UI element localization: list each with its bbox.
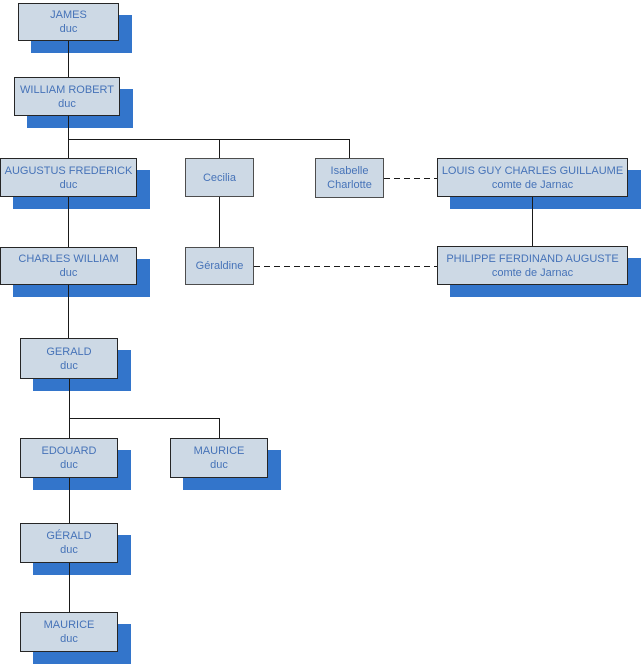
- descent-line: [69, 478, 70, 523]
- person-title: duc: [60, 359, 78, 372]
- person-name: Isabelle Charlotte: [327, 165, 372, 191]
- person-box: MAURICE duc: [20, 612, 118, 652]
- person-title: duc: [59, 23, 78, 35]
- person-box: WILLIAM ROBERT duc: [14, 77, 120, 116]
- person-node-louis-guy: LOUIS GUY CHARLES GUILLAUME comte de Jar…: [437, 158, 641, 209]
- person-node-gerald: GERALD duc: [20, 338, 131, 391]
- person-name: JAMES: [50, 9, 87, 21]
- person-name: GÉRALD: [46, 530, 92, 542]
- person-node-isabelle-charlotte: Isabelle Charlotte: [315, 158, 384, 198]
- person-box: AUGUSTUS FREDERICK duc: [0, 158, 137, 197]
- person-name: Cecilia: [202, 171, 236, 184]
- person-node-maurice-2: MAURICE duc: [20, 612, 131, 664]
- person-name: EDOUARD: [41, 445, 97, 457]
- person-node-gerald-2: GÉRALD duc: [20, 523, 131, 575]
- person-name: WILLIAM ROBERT: [20, 83, 114, 96]
- person-box: PHILIPPE FERDINAND AUGUSTE comte de Jarn…: [437, 246, 628, 285]
- descent-line: [219, 197, 220, 247]
- person-box: LOUIS GUY CHARLES GUILLAUME comte de Jar…: [437, 158, 628, 197]
- person-title: comte de Jarnac: [491, 178, 574, 191]
- person-box: CHARLES WILLIAM duc: [0, 247, 137, 285]
- person-box: GÉRALD duc: [20, 523, 118, 563]
- person-name: MAURICE: [193, 445, 245, 457]
- descent-line: [68, 139, 350, 140]
- person-node-william-robert: WILLIAM ROBERT duc: [14, 77, 133, 128]
- descent-line: [349, 139, 350, 158]
- person-title: duc: [59, 178, 78, 191]
- person-box: MAURICE duc: [170, 438, 268, 478]
- descent-line: [219, 418, 220, 438]
- descent-line: [68, 197, 69, 247]
- person-title: comte de Jarnac: [491, 266, 574, 279]
- person-name: MAURICE: [43, 619, 95, 631]
- person-box: Isabelle Charlotte: [315, 158, 384, 198]
- person-node-philippe: PHILIPPE FERDINAND AUGUSTE comte de Jarn…: [437, 246, 641, 297]
- person-name: AUGUSTUS FREDERICK: [4, 164, 133, 177]
- descent-line: [68, 285, 69, 338]
- person-title: duc: [58, 97, 76, 110]
- person-box: Cecilia: [185, 158, 254, 197]
- person-title: duc: [59, 267, 78, 279]
- person-title: duc: [60, 459, 78, 471]
- person-name: Géraldine: [195, 260, 244, 272]
- person-box: GERALD duc: [20, 338, 118, 379]
- descent-line: [69, 418, 220, 419]
- person-node-maurice-1: MAURICE duc: [170, 438, 281, 490]
- person-node-charles-william: CHARLES WILLIAM duc: [0, 247, 150, 297]
- person-name: LOUIS GUY CHARLES GUILLAUME: [441, 164, 624, 177]
- descent-line: [69, 379, 70, 438]
- person-box: Géraldine: [185, 247, 254, 285]
- person-title: duc: [210, 459, 228, 471]
- descent-line: [532, 197, 533, 246]
- person-title: duc: [60, 544, 78, 556]
- person-node-cecilia: Cecilia: [185, 158, 254, 197]
- descent-line: [219, 139, 220, 158]
- person-node-geraldine: Géraldine: [185, 247, 254, 285]
- person-box: JAMES duc: [18, 3, 119, 41]
- descent-line: [68, 41, 69, 77]
- descent-line: [69, 563, 70, 612]
- person-node-augustus-frederick: AUGUSTUS FREDERICK duc: [0, 158, 150, 209]
- person-node-edouard: EDOUARD duc: [20, 438, 131, 490]
- person-title: duc: [60, 633, 78, 645]
- person-box: EDOUARD duc: [20, 438, 118, 478]
- person-name: GERALD: [46, 345, 92, 358]
- person-name: PHILIPPE FERDINAND AUGUSTE: [446, 252, 619, 265]
- marriage-dashed-line: [384, 178, 438, 179]
- person-name: CHARLES WILLIAM: [18, 253, 119, 265]
- descent-line: [68, 116, 69, 158]
- person-node-james: JAMES duc: [18, 3, 132, 53]
- marriage-dashed-line: [254, 266, 438, 267]
